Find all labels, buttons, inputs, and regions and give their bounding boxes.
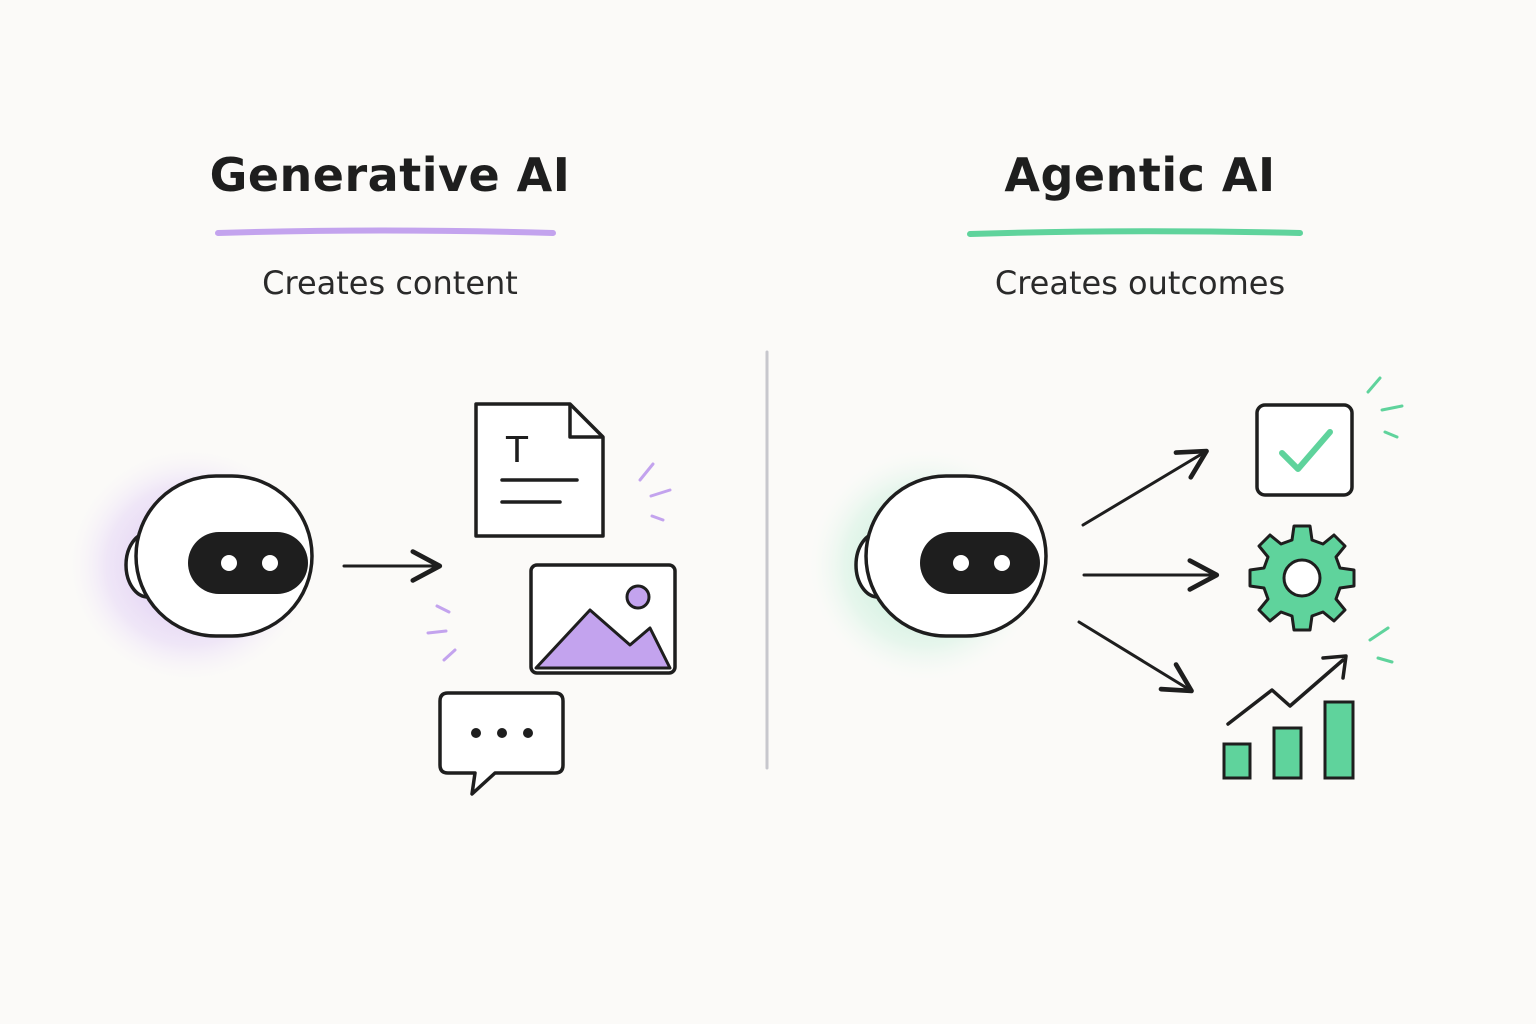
bar-chart-growth-icon [1222,654,1355,780]
agentic-ai-title: Agentic AI [1004,148,1276,202]
checkbox-check-icon [1255,403,1354,497]
gear-icon [1248,524,1356,632]
agentic-title-underline [967,228,1303,237]
generative-ai-title: Generative AI [209,148,571,202]
checkbox-sparkle-icon [1366,376,1404,439]
agentic-robot-icon [854,474,1048,638]
agentic-arrow-down [1077,620,1194,694]
chat-bubble-icon [438,691,565,796]
agentic-arrow-up [1081,448,1209,527]
generative-title-underline [215,227,556,236]
agentic-arrows [1077,448,1220,694]
generative-robot-icon [124,474,314,638]
document-letter: T [505,430,529,471]
document-icon: T [474,402,605,538]
chart-sparkle-icon [1368,626,1394,664]
generative-ai-subtitle: Creates content [262,264,518,302]
image-sparkle-icon [426,604,457,662]
agentic-ai-subtitle: Creates outcomes [994,264,1286,302]
document-sparkle-icon [638,462,672,522]
image-icon [529,563,677,675]
